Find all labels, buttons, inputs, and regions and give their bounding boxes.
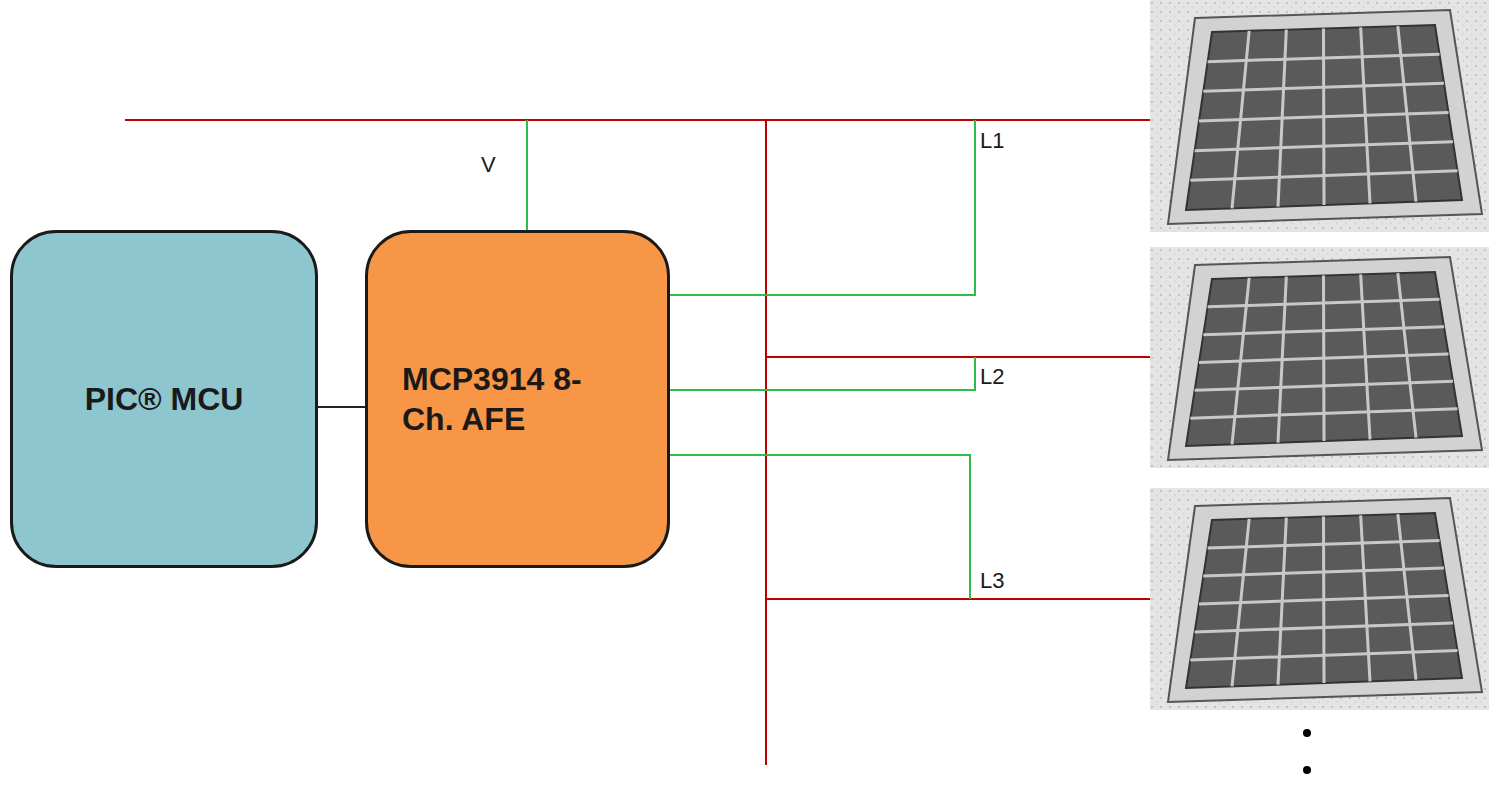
louver-blade [1190,409,1457,419]
continuation-dot [1303,729,1311,737]
signal-name: V [481,154,496,176]
lamp-photo [1150,488,1489,710]
lamp-photo [1150,0,1489,232]
lamp-frame [1168,257,1482,460]
supply-wire [125,119,1152,121]
louver-blade [1195,142,1453,151]
louver-blade [1398,273,1416,438]
louver-blade [1190,171,1457,181]
louver-blade [1361,274,1370,439]
supply-wire [766,356,1152,358]
lamp-louver [1186,25,1462,210]
supply-wire [766,598,1152,600]
louver-blade [1361,515,1370,681]
box-title: MCP3914 8-Ch. AFE [402,359,602,439]
lamp-louver [1186,513,1462,688]
louver-blade [1361,27,1370,203]
box-title: PIC® MCU [85,379,244,419]
ceiling-tile [1150,247,1489,468]
sense-wire [669,120,975,295]
ceiling-tile [1150,0,1489,232]
sense-wire [669,455,970,599]
line-name: L1 [980,130,1004,152]
louver-blade [1199,113,1449,122]
line-name: L3 [980,570,1004,592]
line-name: L2 [980,366,1004,388]
ceiling-tile [1150,488,1489,710]
lamp-photos [1150,0,1489,710]
supply-wire [765,120,767,765]
louver-blade [1195,623,1453,632]
louver-blade [1190,651,1457,661]
lamp-photo [1150,247,1489,468]
louver-blade [1195,381,1453,390]
mcu-box: PIC® MCU [10,230,318,568]
louver-blade [1398,26,1416,202]
lamp-frame [1168,10,1482,224]
continuation-dot [1303,766,1311,774]
sense-wire [669,357,975,390]
sense-wire [526,120,528,232]
louver-blade [1199,596,1449,605]
lamp-louver [1186,272,1462,446]
louver-blade [1199,354,1449,363]
louver-blade [1398,514,1416,680]
afe-box: MCP3914 8-Ch. AFE [365,230,670,568]
bus-line [318,406,365,408]
lamp-frame [1168,498,1482,702]
